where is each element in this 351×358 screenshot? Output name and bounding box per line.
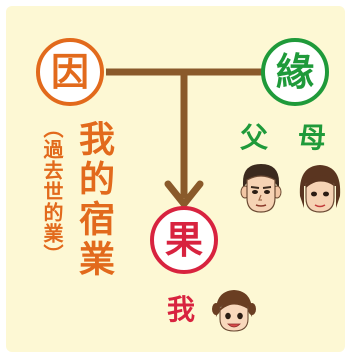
condition-symbol: 緣 <box>275 50 314 94</box>
father-label: 父 <box>240 121 269 154</box>
child-face-icon <box>212 290 256 332</box>
result-symbol: 果 <box>164 218 203 262</box>
child-label: 我 <box>167 293 196 326</box>
father-face-icon <box>240 164 282 213</box>
mother-face-icon <box>299 165 341 213</box>
cause-symbol: 因 <box>50 50 89 94</box>
cause-main-label: 我的宿業 <box>73 120 114 280</box>
cause-circle: 因 <box>36 38 104 106</box>
cause-sub-label: （過去世的業） <box>40 118 64 265</box>
mother-label: 母 <box>298 121 327 154</box>
result-circle: 果 <box>150 206 218 274</box>
condition-circle: 緣 <box>261 38 329 106</box>
